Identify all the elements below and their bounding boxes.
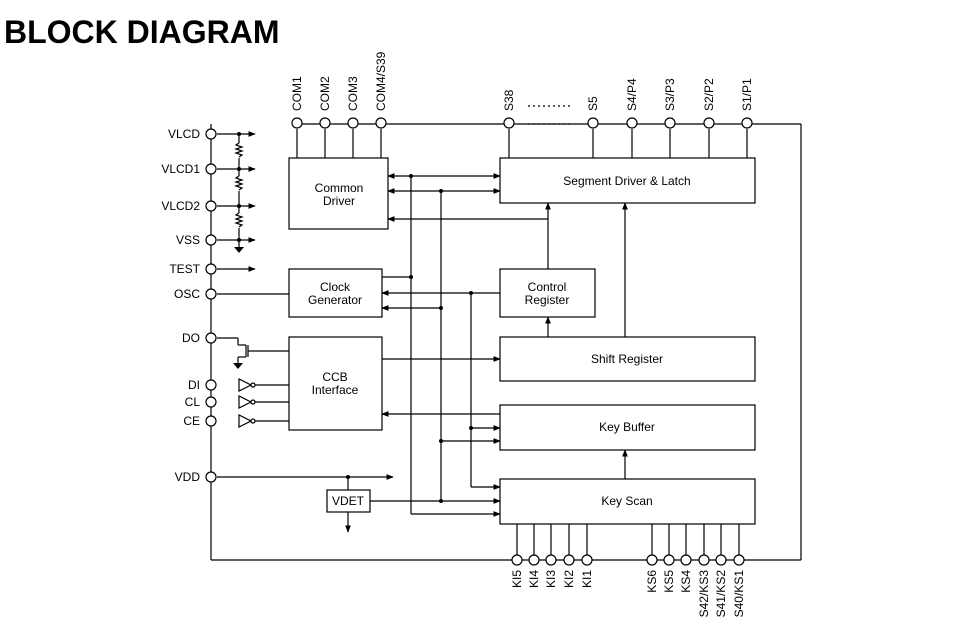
clock-generator-line1: Clock xyxy=(320,280,351,294)
pin-s1-p1 xyxy=(741,117,753,129)
pin-label-s38: S38 xyxy=(502,89,516,111)
pin-cl xyxy=(205,396,217,408)
segment-driver-block: Segment Driver & Latch xyxy=(499,157,756,204)
page-title: BLOCK DIAGRAM xyxy=(4,14,280,50)
pin-label-com4-s39: COM4/S39 xyxy=(374,51,388,111)
pin-label-com1: COM1 xyxy=(290,76,304,111)
clock-generator-line2: Generator xyxy=(308,293,362,307)
pin-test xyxy=(205,263,217,275)
pin-label-ks5: KS5 xyxy=(662,570,676,593)
pin-s4-p4 xyxy=(626,117,638,129)
common-driver-line1: Common xyxy=(315,181,364,195)
pin-do xyxy=(205,332,217,344)
pin-osc xyxy=(205,288,217,300)
control-register-block: Control Register xyxy=(499,268,596,318)
pin-vlcd xyxy=(205,128,217,140)
pin-ki5 xyxy=(511,554,523,566)
key-scan-label: Key Scan xyxy=(601,494,652,508)
vdd-wiring xyxy=(217,474,443,533)
pin-com3 xyxy=(347,117,359,129)
pin-label-s5: S5 xyxy=(586,96,600,111)
pin-com2 xyxy=(319,117,331,129)
pin-label-s41-ks2: S41/KS2 xyxy=(714,570,728,618)
pin-ki2 xyxy=(563,554,575,566)
pin-ki1 xyxy=(581,554,593,566)
resistor-ladder xyxy=(234,132,244,253)
shift-register-label: Shift Register xyxy=(591,352,663,366)
vdet-block: VDET xyxy=(326,489,371,513)
pin-vlcd2 xyxy=(205,200,217,212)
pin-label-vlcd1: VLCD1 xyxy=(161,162,200,176)
segment-driver-label: Segment Driver & Latch xyxy=(563,174,690,188)
ccb-interface-block: CCB Interface xyxy=(288,336,383,431)
pin-s41-ks2 xyxy=(715,554,727,566)
key-scan-block: Key Scan xyxy=(499,478,756,525)
pin-vss xyxy=(205,234,217,246)
pin-label-cl: CL xyxy=(185,395,201,409)
ccb-interface-line1: CCB xyxy=(322,370,347,384)
pin-label-s42-ks3: S42/KS3 xyxy=(697,570,711,618)
ccb-interface-line2: Interface xyxy=(312,383,359,397)
pin-label-ks4: KS4 xyxy=(679,570,693,593)
pin-label-do: DO xyxy=(182,331,200,345)
pin-vdd xyxy=(205,471,217,483)
pin-label-vlcd: VLCD xyxy=(168,127,200,141)
do-output-transistor xyxy=(217,337,289,369)
internal-bus xyxy=(217,173,628,517)
pin-s38 xyxy=(503,117,515,129)
pin-di xyxy=(205,379,217,391)
pin-label-ki2: KI2 xyxy=(562,570,576,588)
pin-ks4 xyxy=(680,554,692,566)
pin-label-osc: OSC xyxy=(174,287,200,301)
pin-label-s1-p1: S1/P1 xyxy=(740,78,754,111)
pin-label-ki4: KI4 xyxy=(527,570,541,588)
pin-label-s2-p2: S2/P2 xyxy=(702,78,716,111)
pin-label-vss: VSS xyxy=(176,233,200,247)
pin-s5 xyxy=(587,117,599,129)
pin-label-ce: CE xyxy=(183,414,200,428)
pin-label-vdd: VDD xyxy=(175,470,201,484)
pin-com4-s39 xyxy=(375,117,387,129)
common-driver-line2: Driver xyxy=(323,194,355,208)
pin-ki3 xyxy=(545,554,557,566)
vdet-label: VDET xyxy=(332,494,365,508)
pin-label-test: TEST xyxy=(169,262,200,276)
pin-com1 xyxy=(291,117,303,129)
control-register-line2: Register xyxy=(525,293,570,307)
pin-label-com2: COM2 xyxy=(318,76,332,111)
pin-ki4 xyxy=(528,554,540,566)
pin-label-ks6: KS6 xyxy=(645,570,659,593)
key-buffer-block: Key Buffer xyxy=(499,404,756,451)
pin-label-ki1: KI1 xyxy=(580,570,594,588)
shift-register-block: Shift Register xyxy=(499,336,756,382)
pin-ks5 xyxy=(663,554,675,566)
control-register-line1: Control xyxy=(528,280,567,294)
pin-label-s4-p4: S4/P4 xyxy=(625,78,639,111)
pin-ks6 xyxy=(646,554,658,566)
pin-label-s3-p3: S3/P3 xyxy=(663,78,677,111)
clock-generator-block: Clock Generator xyxy=(288,268,383,318)
pin-vlcd1 xyxy=(205,163,217,175)
pin-ce xyxy=(205,415,217,427)
pin-label-di: DI xyxy=(188,378,200,392)
key-buffer-label: Key Buffer xyxy=(599,420,655,434)
input-buffers xyxy=(238,378,289,428)
pin-s42-ks3 xyxy=(698,554,710,566)
pin-s40-ks1 xyxy=(733,554,745,566)
pin-label-com3: COM3 xyxy=(346,76,360,111)
pin-s3-p3 xyxy=(664,117,676,129)
pin-label-ki3: KI3 xyxy=(544,570,558,588)
pin-label-vlcd2: VLCD2 xyxy=(161,199,200,213)
common-driver-block: Common Driver xyxy=(288,157,389,230)
pin-s2-p2 xyxy=(703,117,715,129)
pin-label-s40-ks1: S40/KS1 xyxy=(732,570,746,618)
pin-label-ki5: KI5 xyxy=(510,570,524,588)
